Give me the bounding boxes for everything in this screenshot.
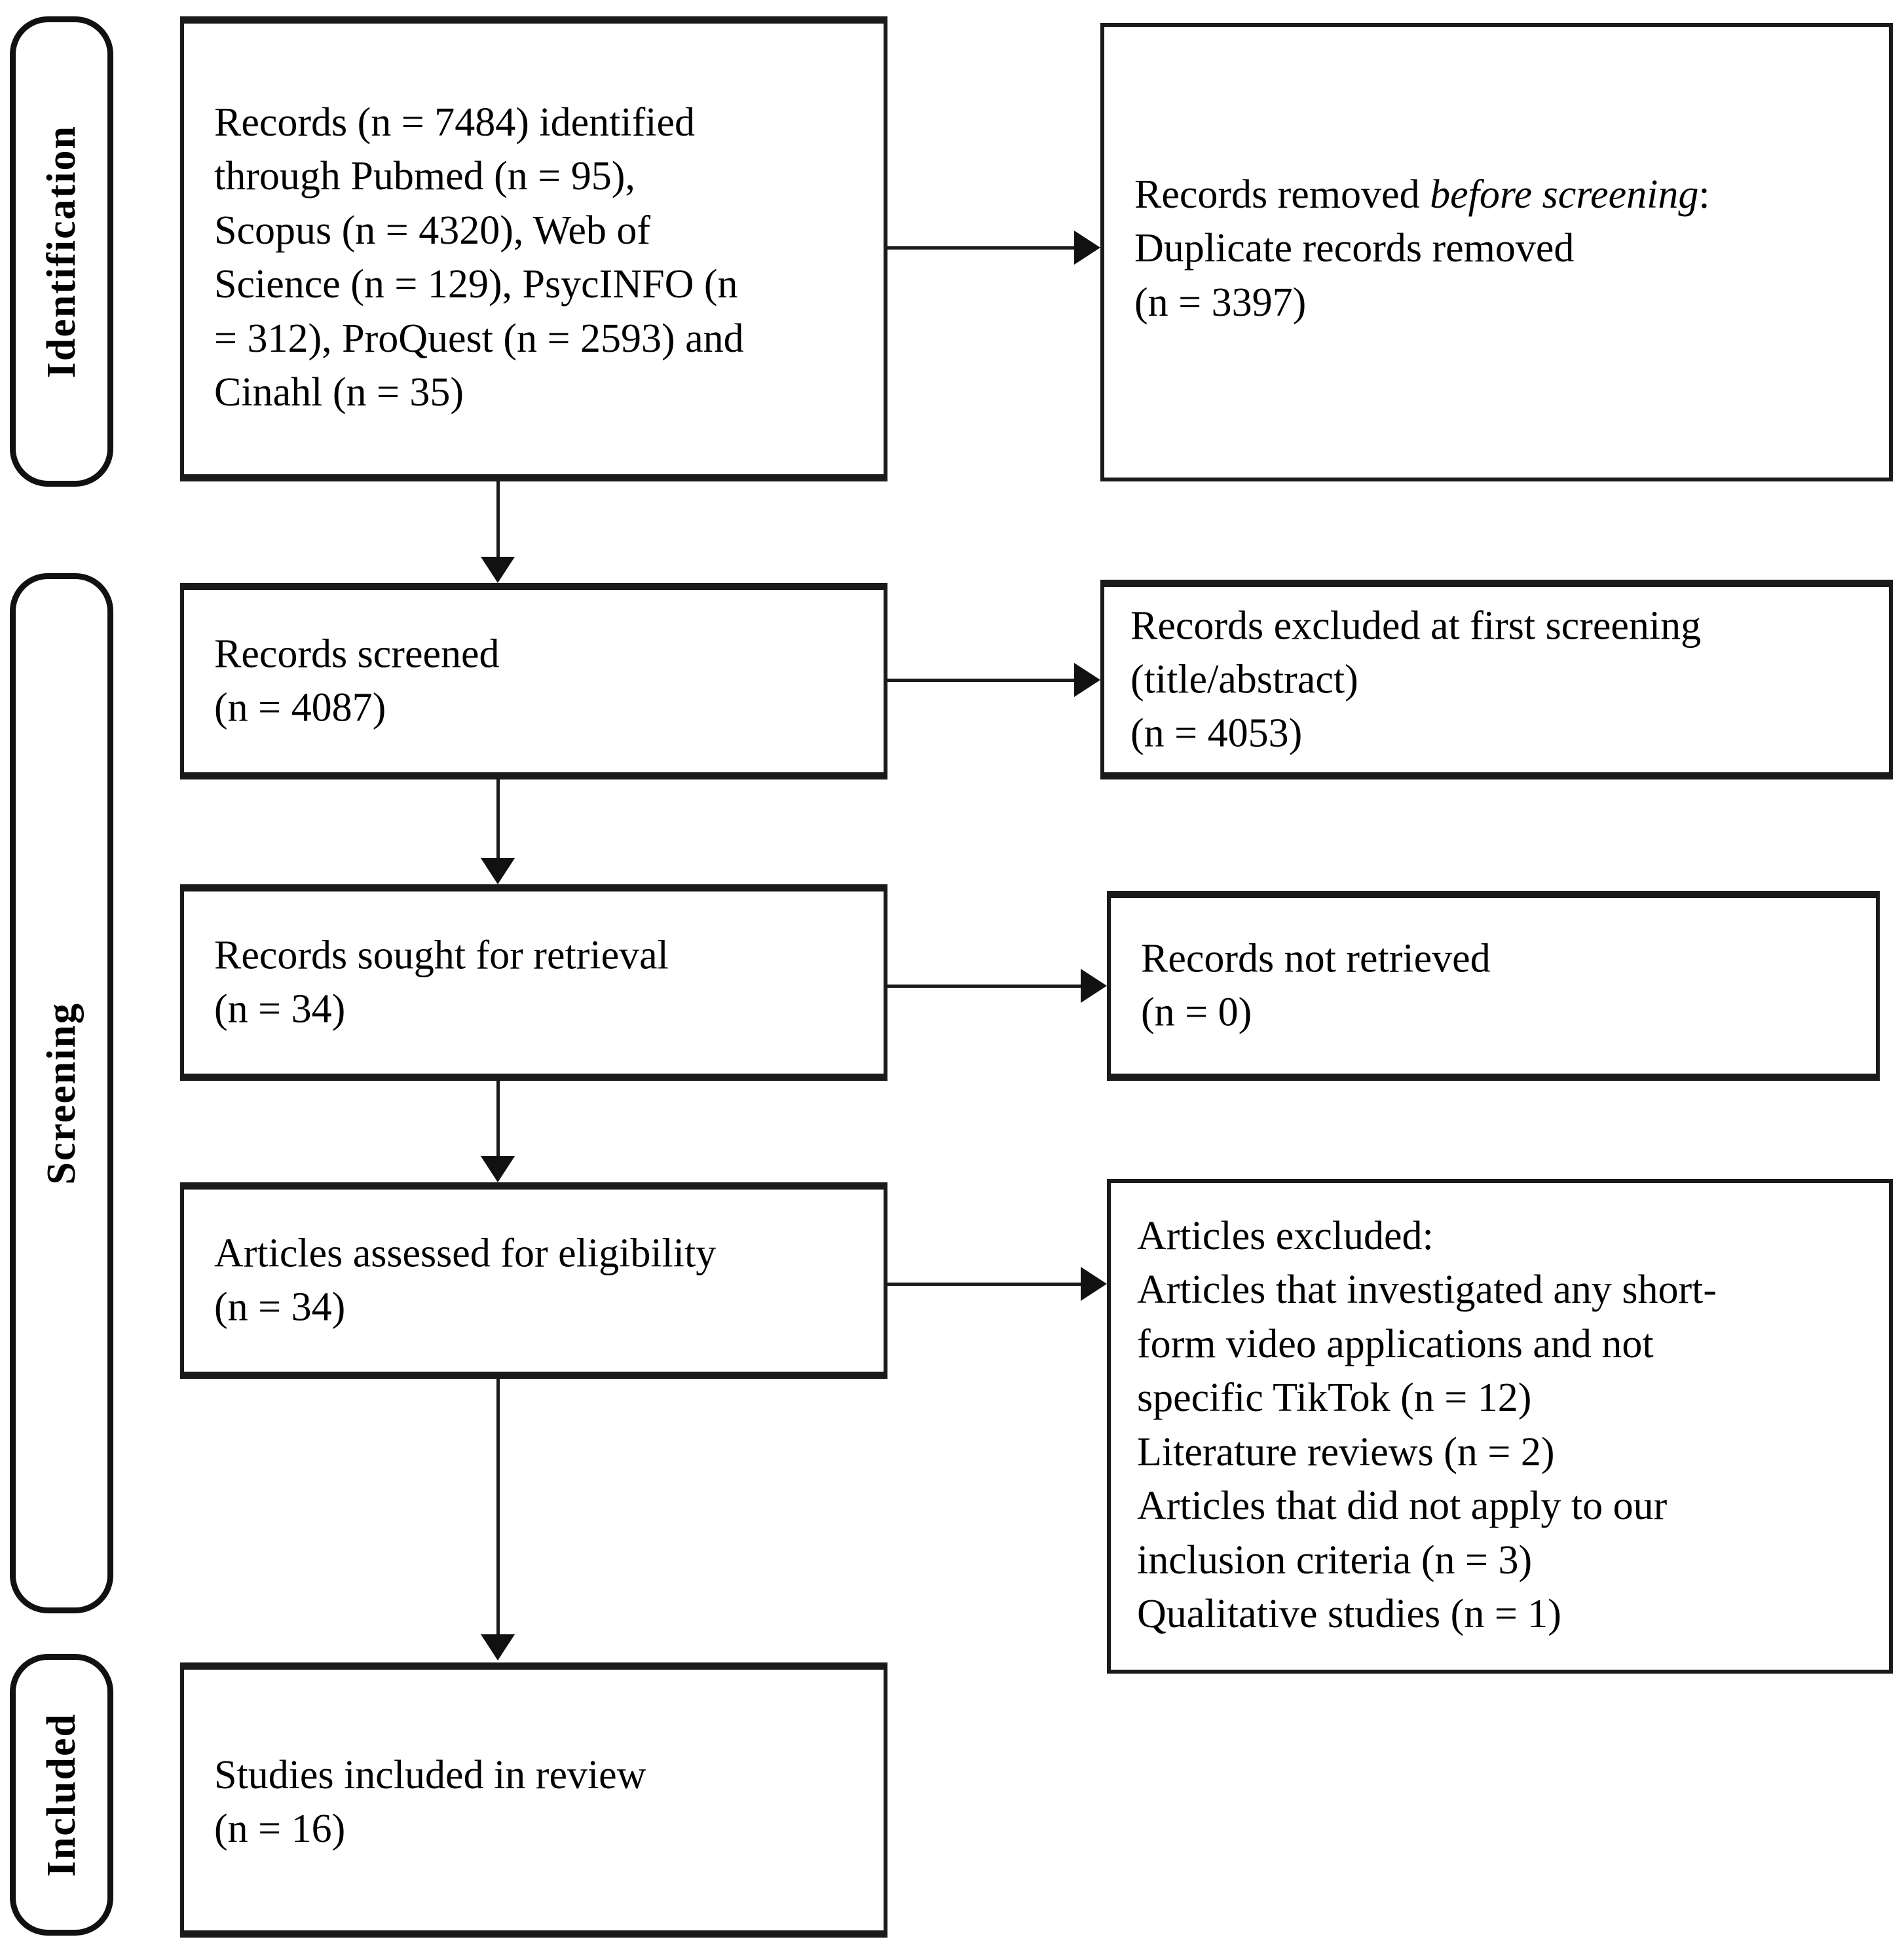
connector-assessed-to-excluded [887,1283,1081,1286]
arrowhead-identified-to-removed [1074,231,1100,265]
connector-sought-to-assessed [496,1081,500,1159]
box-records-removed-text: Records removed before screening: Duplic… [1134,168,1869,329]
text-line: Articles that did not apply to our [1137,1484,1668,1529]
box-records-excluded-first: Records excluded at first screening (tit… [1100,580,1893,779]
text-line: through Pubmed (n = 95), [214,154,635,199]
arrowhead-identified-to-screened [481,557,515,583]
box-articles-assessed-text: Articles assessed for eligibility (n = 3… [214,1227,864,1335]
text-line: Science (n = 129), PsycINFO (n [214,262,738,307]
text-line: form video applications and not [1137,1321,1654,1366]
stage-identification-label: Identification [39,124,84,379]
arrowhead-assessed-to-included [481,1634,515,1661]
arrowhead-screened-to-excluded [1074,663,1100,697]
text-line: Articles excluded: [1137,1214,1434,1258]
text-line: Scopus (n = 4320), Web of [214,208,650,253]
arrowhead-assessed-to-excluded [1081,1267,1107,1301]
connector-assessed-to-included [496,1379,500,1638]
box-records-screened-text: Records screened (n = 4087) [214,628,864,736]
stage-screening: Screening [10,573,113,1613]
stage-identification: Identification [10,16,113,487]
connector-identified-to-screened [496,481,500,560]
arrowhead-screened-to-sought [481,858,515,884]
text-line: inclusion criteria (n = 3) [1137,1537,1533,1583]
box-records-sought: Records sought for retrieval (n = 34) [180,884,887,1081]
box-records-not-retrieved-text: Records not retrieved (n = 0) [1141,932,1856,1040]
text-line: Articles that investigated any short- [1137,1267,1717,1313]
text-line: Studies included in review [214,1753,646,1797]
stage-included: Included [10,1654,113,1936]
text-line: (n = 4087) [214,686,386,730]
arrowhead-sought-to-not-retrieved [1081,969,1107,1003]
text-line: Records excluded at first screening [1130,603,1702,648]
box-records-removed: Records removed before screening: Duplic… [1100,23,1893,481]
text-line: Qualitative studies (n = 1) [1137,1592,1561,1637]
records-removed-suffix: : [1698,172,1710,217]
text-line: Records (n = 7484) identified [214,100,696,145]
text-line: (n = 16) [214,1807,346,1852]
text-line: Literature reviews (n = 2) [1137,1429,1555,1474]
records-removed-emphasis: before screening [1430,172,1699,217]
text-line: Articles assessed for eligibility [214,1231,717,1276]
records-removed-prefix: Records removed [1134,172,1430,217]
text-line: Records screened [214,631,500,677]
box-studies-included-text: Studies included in review (n = 16) [214,1748,864,1856]
box-records-not-retrieved: Records not retrieved (n = 0) [1107,891,1880,1081]
stage-included-label: Included [39,1712,84,1877]
box-articles-excluded-text: Articles excluded: Articles that investi… [1137,1209,1869,1642]
text-line: (n = 34) [214,1285,346,1330]
box-records-sought-text: Records sought for retrieval (n = 34) [214,929,864,1037]
box-records-identified-text: Records (n = 7484) identified through Pu… [214,96,864,420]
box-records-screened: Records screened (n = 4087) [180,583,887,779]
text-line: Records sought for retrieval [214,933,669,978]
text-line: (n = 4053) [1130,711,1303,756]
connector-identified-to-removed [887,246,1074,250]
text-line: (n = 0) [1141,990,1252,1035]
text-line: Records not retrieved [1141,936,1491,981]
arrowhead-sought-to-assessed [481,1156,515,1182]
stage-screening-label: Screening [39,1002,84,1185]
box-records-excluded-first-text: Records excluded at first screening (tit… [1130,599,1869,760]
box-articles-assessed: Articles assessed for eligibility (n = 3… [180,1182,887,1379]
connector-screened-to-excluded [887,679,1074,682]
text-line: Cinahl (n = 35) [214,370,464,415]
box-studies-included: Studies included in review (n = 16) [180,1662,887,1938]
text-line: specific TikTok (n = 12) [1137,1376,1532,1421]
text-line: (n = 34) [214,987,346,1032]
connector-screened-to-sought [496,779,500,861]
text-line: Records removed before screening: [1134,168,1869,221]
connector-sought-to-not-retrieved [887,985,1081,988]
box-articles-excluded: Articles excluded: Articles that investi… [1107,1179,1893,1674]
box-records-identified: Records (n = 7484) identified through Pu… [180,16,887,481]
text-line: (n = 3397) [1134,280,1307,325]
text-line: Duplicate records removed [1134,226,1575,271]
text-line: (title/abstract) [1130,657,1358,702]
text-line: = 312), ProQuest (n = 2593) and [214,316,744,361]
